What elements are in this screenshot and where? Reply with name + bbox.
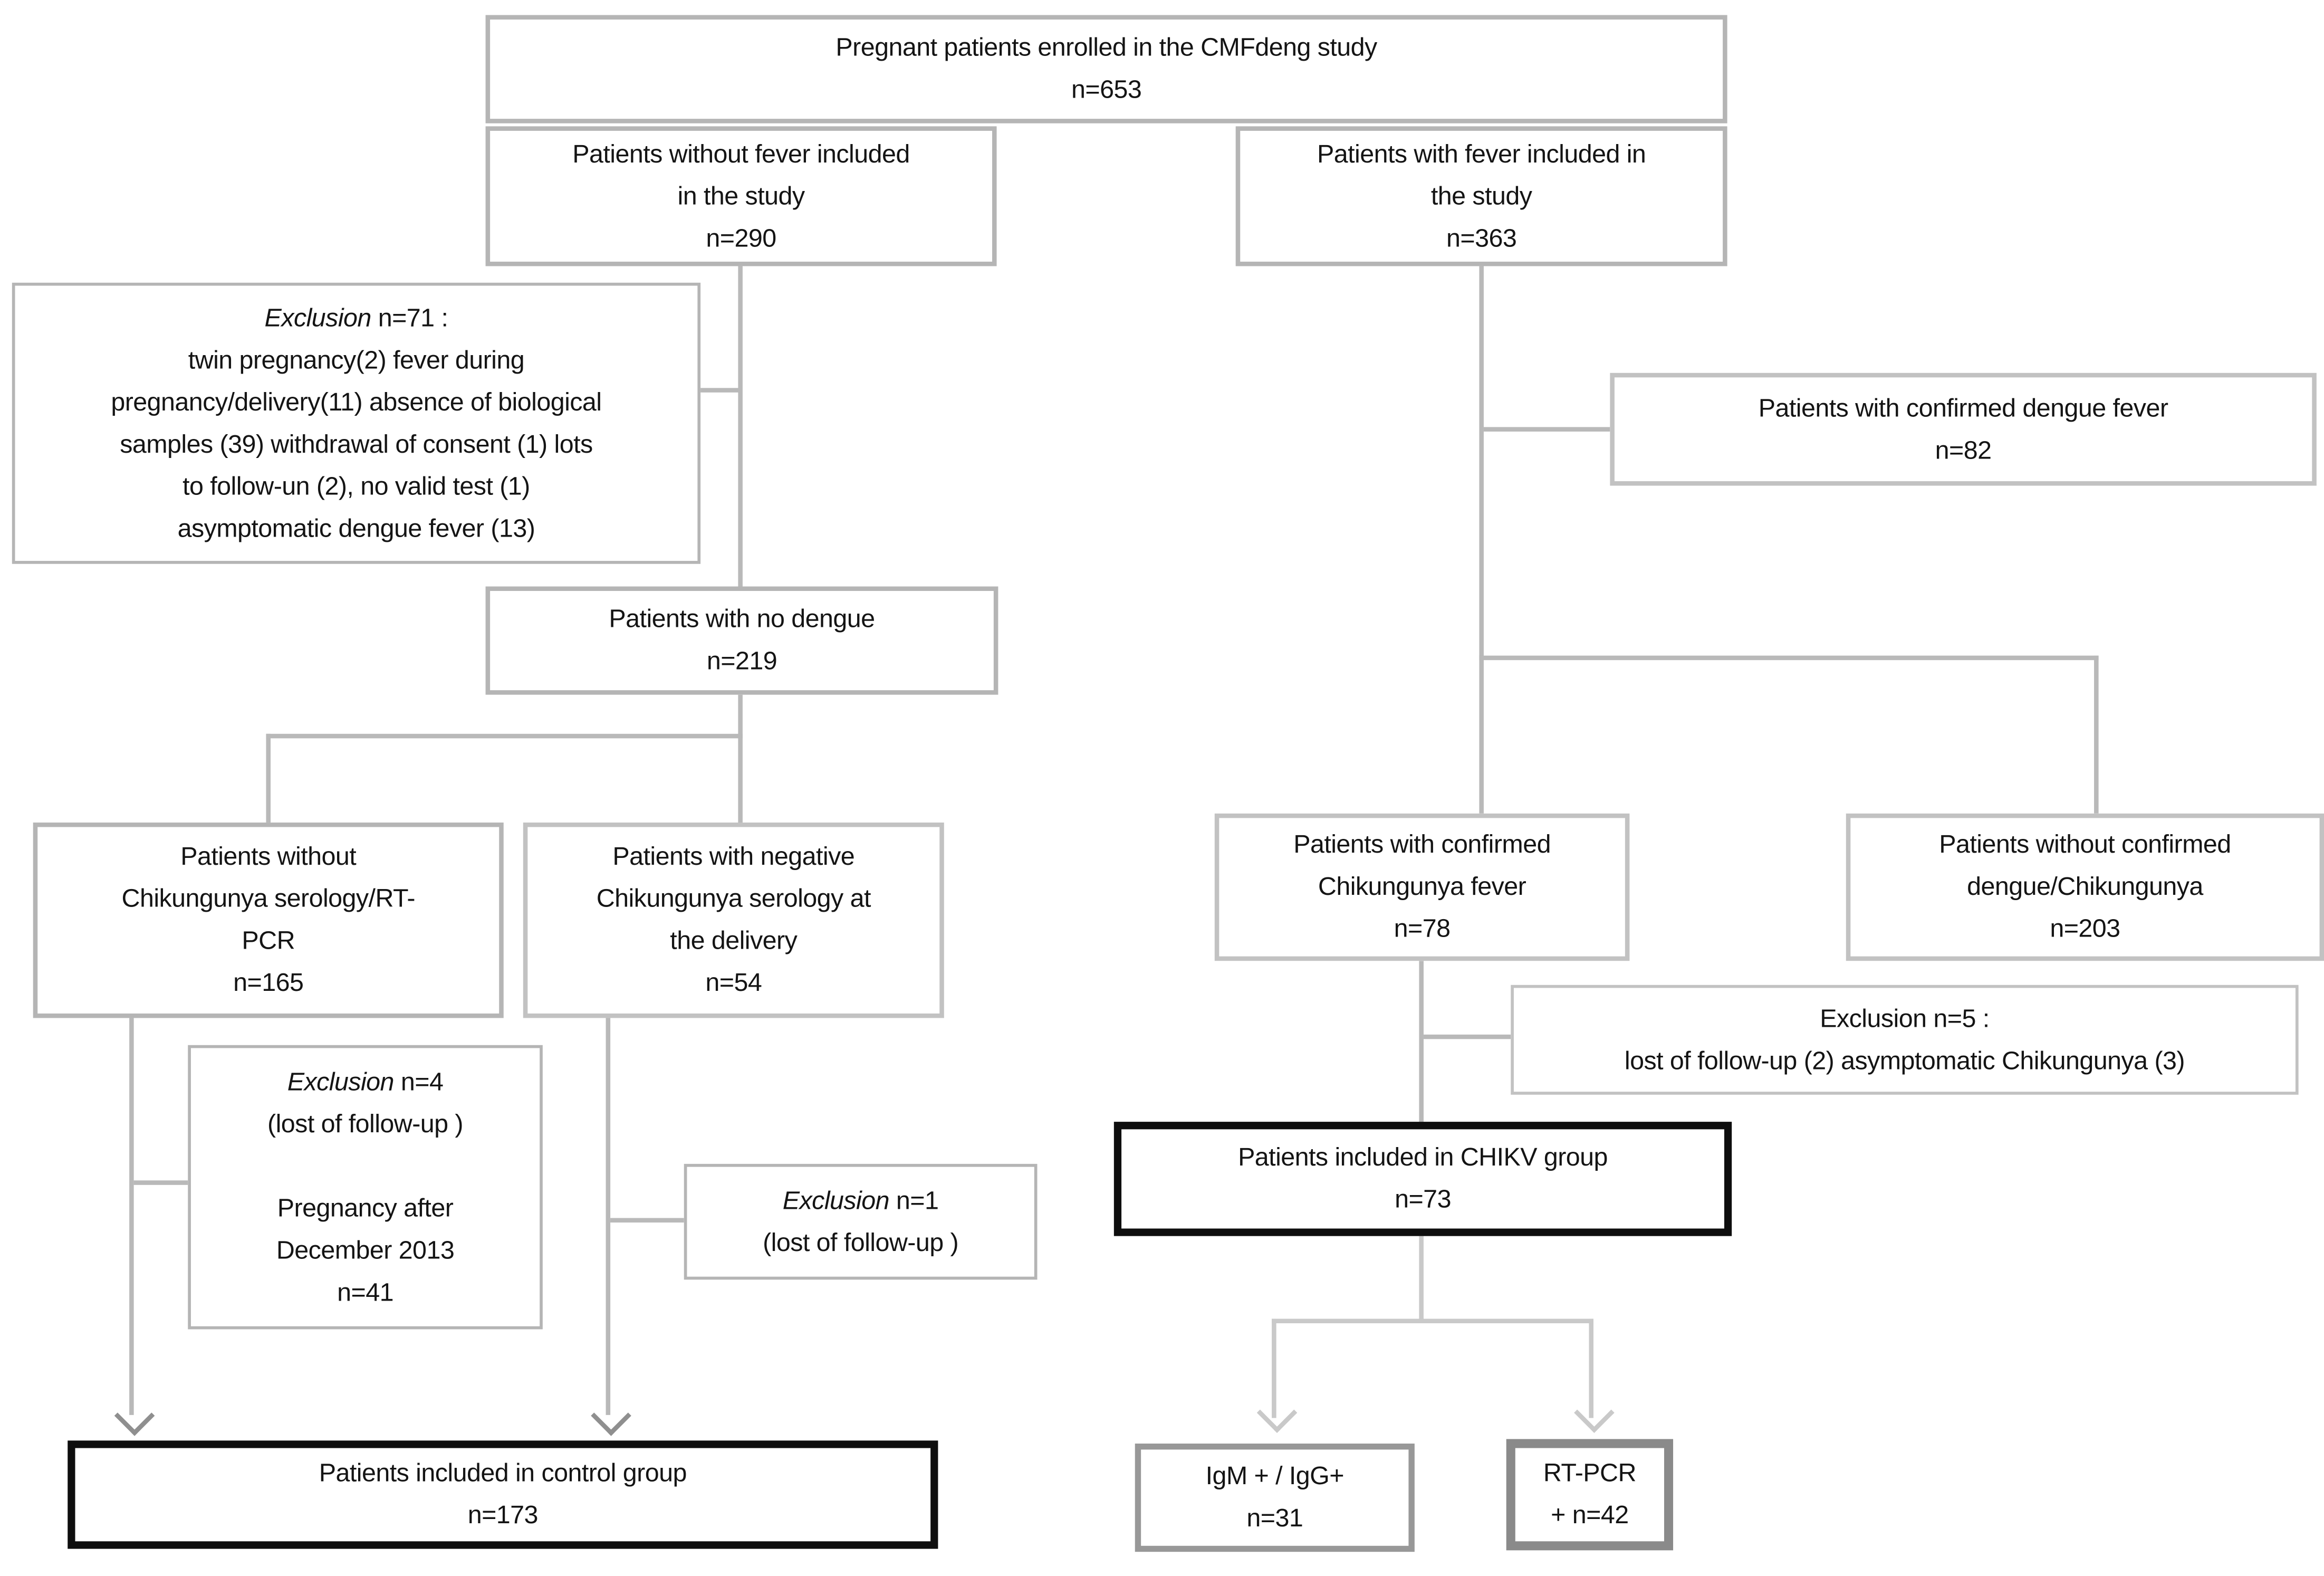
connector-stub-exclusion71 <box>700 388 742 393</box>
box-no-chik-serology: Patients without Chikungunya serology/RT… <box>33 822 504 1018</box>
text-line: n=290 <box>706 223 776 252</box>
text-line: Patients without <box>180 842 357 871</box>
text-line: n=653 <box>1071 75 1142 104</box>
box-enrolled: Pregnant patients enrolled in the CMFden… <box>485 15 1727 123</box>
text-line: (lost of follow-up ) <box>267 1109 464 1138</box>
text-line: Patients included in control group <box>319 1458 687 1487</box>
text-line: Pregnancy after <box>277 1193 454 1222</box>
text-line: n=54 <box>705 968 762 997</box>
connector-left-split-down <box>266 733 271 826</box>
box-exclusion-5: Exclusion n=5 : lost of follow-up (2) as… <box>1511 985 2299 1095</box>
connector-stub-exclusion1 <box>610 1218 684 1223</box>
text-line: Patients with no dengue <box>609 604 875 633</box>
text-line: Exclusion n=1 <box>782 1186 939 1215</box>
exclusion-word: Exclusion <box>287 1067 395 1096</box>
text-line: n=173 <box>467 1501 539 1530</box>
connector-to-igm <box>1272 1319 1276 1418</box>
box-confirmed-dengue: Patients with confirmed dengue fever n=8… <box>1610 372 2317 486</box>
connector-stub-exclusion4 <box>133 1180 188 1185</box>
text-line: Patients without confirmed <box>1939 830 2231 859</box>
text-line: n=165 <box>233 968 304 997</box>
text-line: IgM + / IgG+ <box>1205 1462 1345 1491</box>
text-line: Patients included in CHIKV group <box>1238 1143 1608 1172</box>
text-line: Chikungunya serology at <box>596 884 871 913</box>
text-line: n=73 <box>1395 1185 1451 1214</box>
text-line: Chikungunya fever <box>1318 872 1526 901</box>
connector-negchik-to-control <box>606 1018 611 1415</box>
text-line: Exclusion n=5 : <box>1820 1004 1990 1033</box>
connector-nodengue-down <box>738 694 743 826</box>
text-line: + n=42 <box>1551 1501 1629 1530</box>
connector-branch-down <box>2094 655 2099 814</box>
connector-left-split-horizontal <box>266 733 743 739</box>
text-line: n=41 <box>337 1277 393 1306</box>
connector-stub-dengue <box>1483 427 1610 432</box>
text-line: pregnancy/delivery(11) absence of biolog… <box>111 387 602 416</box>
connector-fever-to-chik <box>1479 266 1484 814</box>
text-line: the delivery <box>670 926 798 955</box>
box-rtpcr: RT-PCR + n=42 <box>1506 1439 1674 1551</box>
text-line: twin pregnancy(2) fever during <box>188 345 525 374</box>
connector-nofever-to-nodengue <box>738 266 743 590</box>
text-line: n=82 <box>1935 435 1992 464</box>
box-control-group: Patients included in control group n=173 <box>68 1440 938 1549</box>
connector-chik-to-chikvgroup <box>1419 961 1424 1122</box>
text-line: dengue/Chikungunya <box>1967 872 2203 901</box>
box-neg-chik-serology: Patients with negative Chikungunya serol… <box>523 822 944 1018</box>
text-line: Chikungunya serology/RT- <box>121 884 416 913</box>
box-no-confirmed: Patients without confirmed dengue/Chikun… <box>1846 813 2324 961</box>
connector-branch-horizontal <box>1479 655 2099 661</box>
text-line <box>191 1145 540 1187</box>
connector-nochik-to-control <box>129 1018 134 1415</box>
text-line: in the study <box>677 181 805 210</box>
text-line: lost of follow-up (2) asymptomatic Chiku… <box>1624 1046 2185 1075</box>
text-line: PCR <box>242 926 295 955</box>
box-no-fever: Patients without fever included in the s… <box>485 126 997 266</box>
text-line: n=203 <box>2050 914 2120 943</box>
text-line: Patients with confirmed dengue fever <box>1758 393 2168 422</box>
text-line: (lost of follow-up ) <box>763 1228 959 1257</box>
connector-chikvgroup-down <box>1419 1236 1424 1323</box>
arrowhead-down-icon <box>114 1395 155 1436</box>
arrowhead-down-icon <box>591 1395 631 1436</box>
box-exclusion-4: Exclusion n=4 (lost of follow-up ) Pregn… <box>188 1045 543 1330</box>
box-exclusion-71: Exclusion n=71 : twin pregnancy(2) fever… <box>12 282 701 564</box>
box-igm: IgM + / IgG+ n=31 <box>1135 1444 1415 1552</box>
text-line: to follow-un (2), no valid test (1) <box>183 471 530 500</box>
exclusion-word: Exclusion <box>782 1186 890 1215</box>
text-line: Patients with fever included in <box>1317 139 1646 168</box>
text-line: Exclusion n=4 <box>287 1067 444 1096</box>
text-line: the study <box>1430 181 1532 210</box>
text-line: Pregnant patients enrolled in the CMFden… <box>836 33 1377 62</box>
text-line: Exclusion n=71 : <box>264 303 448 332</box>
connector-to-rtpcr <box>1589 1319 1593 1418</box>
box-no-dengue: Patients with no dengue n=219 <box>485 586 998 695</box>
text-line: RT-PCR <box>1543 1458 1637 1487</box>
text-line: December 2013 <box>276 1235 455 1264</box>
connector-stub-exclusion5 <box>1423 1034 1511 1039</box>
text-line: Patients with negative <box>612 842 855 871</box>
box-exclusion-1: Exclusion n=1 (lost of follow-up ) <box>684 1163 1038 1280</box>
text-line: Patients without fever included <box>572 139 910 168</box>
text-line: samples (39) withdrawal of consent (1) l… <box>120 429 593 458</box>
arrowhead-down-icon <box>1574 1392 1615 1433</box>
text-line: n=78 <box>1394 914 1451 943</box>
text-line: n=363 <box>1446 223 1517 252</box>
text-line: n=31 <box>1246 1504 1303 1533</box>
text-line: n=219 <box>706 646 777 675</box>
box-fever: Patients with fever included in the stud… <box>1235 126 1727 266</box>
box-chikv-group: Patients included in CHIKV group n=73 <box>1113 1122 1732 1236</box>
text-line: Patients with confirmed <box>1293 830 1551 859</box>
arrowhead-down-icon <box>1256 1392 1298 1433</box>
connector-bottom-split-horizontal <box>1272 1319 1593 1323</box>
exclusion-word: Exclusion <box>264 303 372 332</box>
text-line: asymptomatic dengue fever (13) <box>177 513 535 542</box>
box-confirmed-chik: Patients with confirmed Chikungunya feve… <box>1214 813 1630 961</box>
